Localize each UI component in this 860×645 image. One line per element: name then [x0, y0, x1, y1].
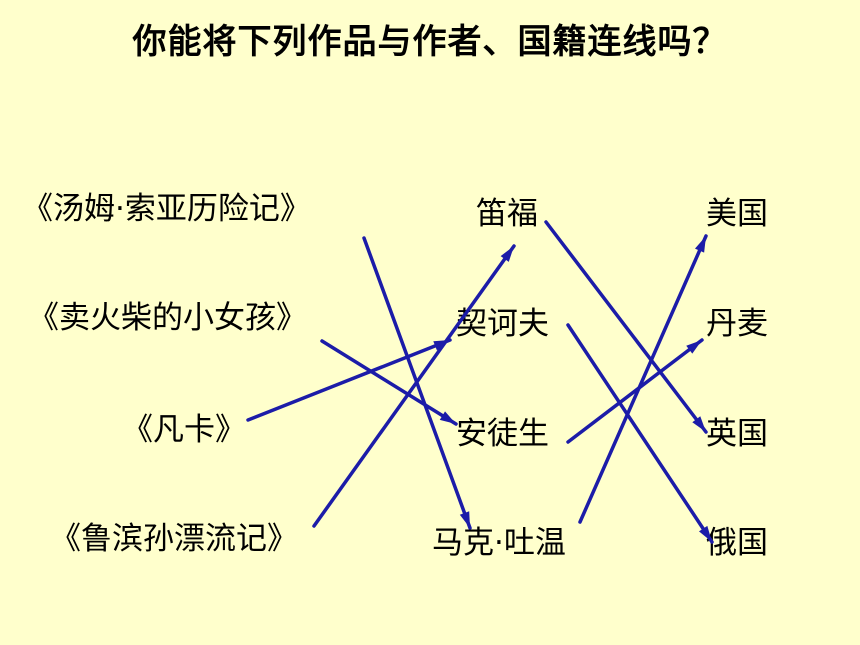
line-author-3-country-0 [578, 234, 708, 524]
line-work-3-author-0 [312, 244, 516, 528]
work-vanka: 《凡卡》 [122, 412, 246, 448]
country-usa: 美国 [706, 196, 768, 232]
question-title: 你能将下列作品与作者、国籍连线吗？ [132, 22, 728, 62]
work-little-match-girl: 《卖火柴的小女孩》 [28, 300, 307, 336]
author-andersen: 安徒生 [456, 416, 549, 452]
line-author-2-country-1 [566, 338, 704, 444]
country-russia: 俄国 [706, 525, 768, 561]
author-mark-twain: 马克·吐温 [432, 525, 566, 561]
country-denmark: 丹麦 [706, 306, 768, 342]
author-chekhov: 契诃夫 [456, 306, 549, 342]
work-robinson-crusoe: 《鲁滨孙漂流记》 [50, 521, 298, 557]
line-work-1-author-2 [320, 339, 458, 426]
line-author-0-country-2 [544, 220, 708, 434]
line-author-1-country-3 [566, 323, 714, 544]
author-defoe: 笛福 [476, 196, 538, 232]
country-uk: 英国 [706, 416, 768, 452]
work-tom-sawyer: 《汤姆·索亚历险记》 [22, 191, 311, 227]
